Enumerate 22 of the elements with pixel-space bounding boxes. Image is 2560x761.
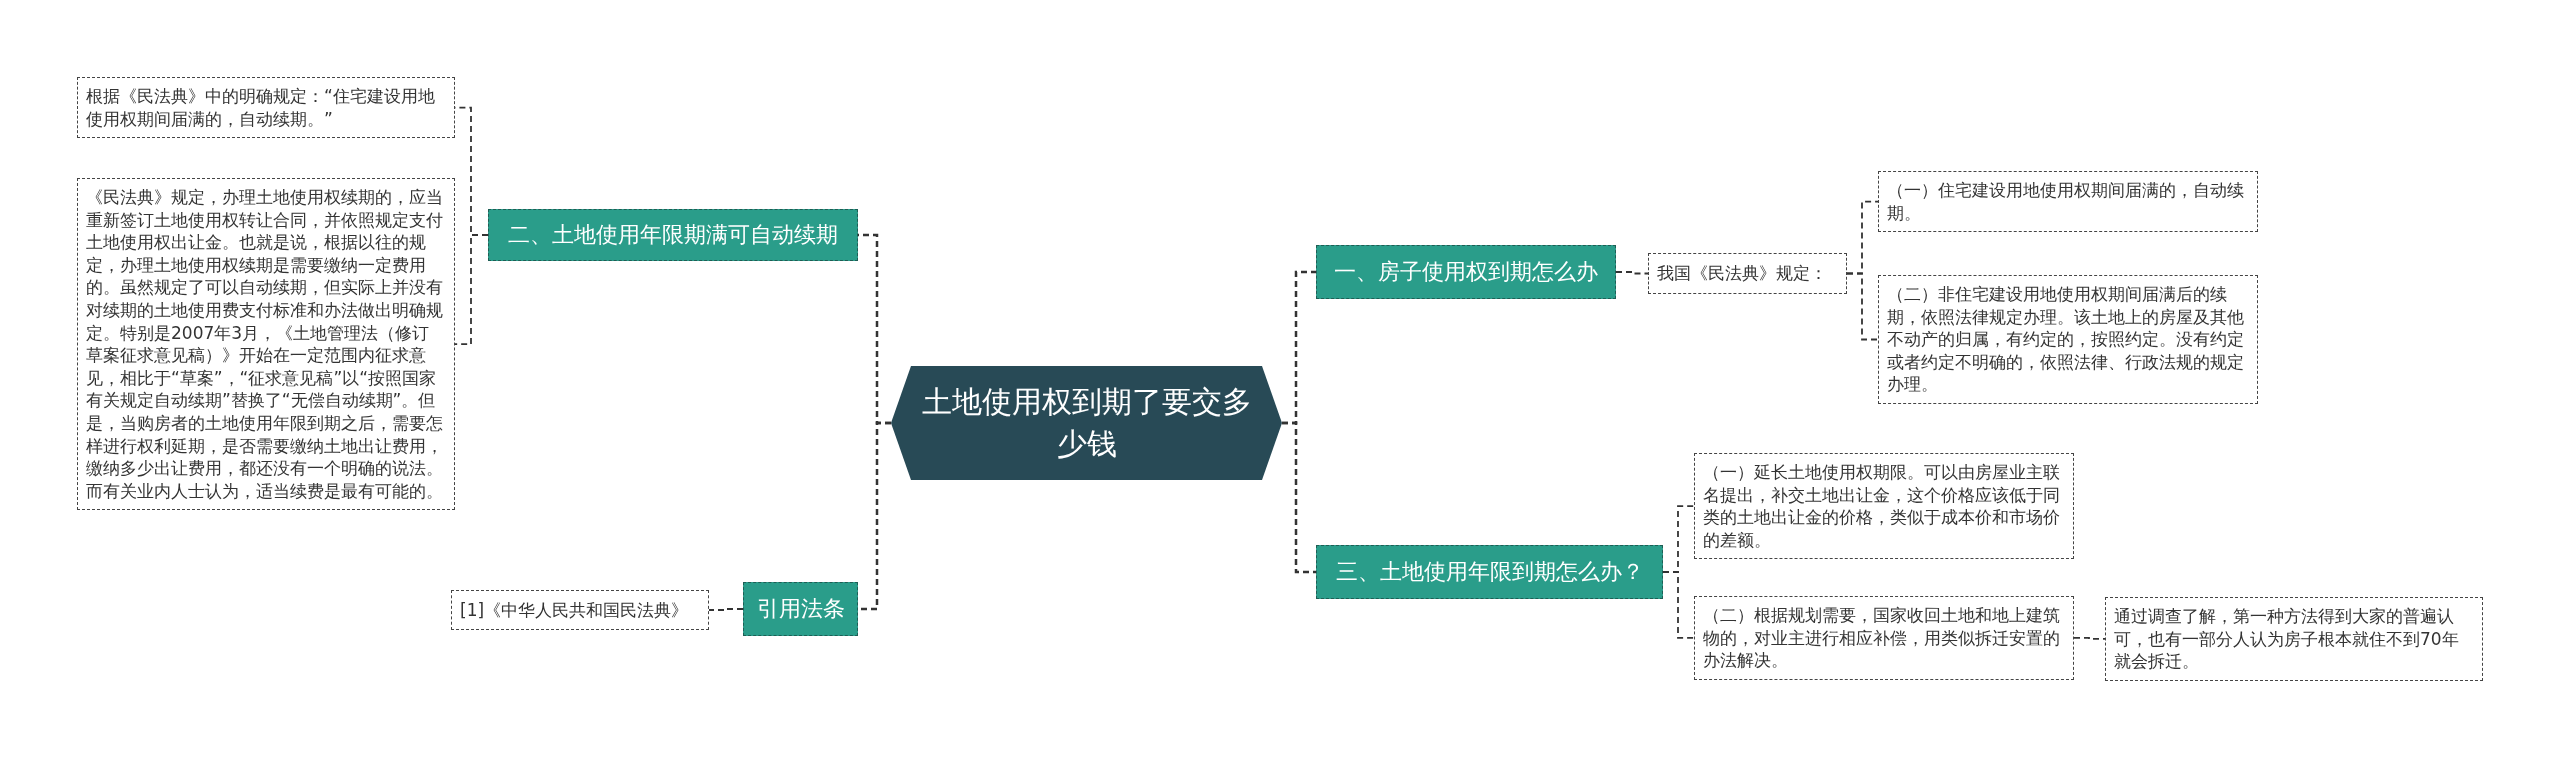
topic-box: 二、土地使用年限期满可自动续期 bbox=[488, 209, 858, 261]
central-topic-hexagon: 土地使用权到期了要交多少钱 bbox=[891, 366, 1282, 480]
connector-line bbox=[708, 608, 744, 611]
connector-line bbox=[1282, 421, 1316, 574]
connector-line bbox=[454, 234, 489, 346]
note-box: （一）延长土地使用权期限。可以由房屋业主联名提出，补交土地出让金，这个价格应该低于同类的土地出让金的价格，类似于成本价和市场价的差额。 bbox=[1694, 453, 2074, 560]
connector-line bbox=[1846, 272, 1879, 341]
note-box: 根据《民法典》中的明确规定：“住宅建设用地使用权期间届满的，自动续期。” bbox=[77, 77, 455, 139]
topic-box: 三、土地使用年限到期怎么办？ bbox=[1316, 545, 1663, 599]
connector-line bbox=[1662, 571, 1695, 639]
connector-line bbox=[1615, 271, 1649, 275]
note-box: 通过调查了解，第一种方法得到大家的普遍认可，也有一部分人认为房子根本就住不到70年就会拆迁。 bbox=[2105, 597, 2483, 681]
note-box: 《民法典》规定，办理土地使用权续期的，应当重新签订土地使用权转让合同，并依照规定支付土地使用权出让金。也就是说，根据以往的规定，办理土地使用权续期是需要缴纳一定费用的。虽然规定了可以自动续期，但实际上并没有对续期的土地使用费支付标准和办法做出明确规定。特别是2007年3月，《土地管理法（修订草案征求意见稿）》开始在一定范围内征求意见，相比于“草案”，“征求意见稿”以“按照国家有关规定自动续期”替换了“无偿自动续期”。但是，当购房者的土地使用年限到期之后，需要怎样进行权利延期，是否需要缴纳土地出让费用，缴纳多少出让费用，都还没有一个明确的说法。而有关业内人士认为，适当续费是最有可能的。 bbox=[77, 178, 455, 511]
note-box: （二）非住宅建设用地使用权期间届满后的续期，依照法律规定办理。该土地上的房屋及其他不动产的归属，有约定的，按照约定。没有约定或者约定不明确的，依照法律、行政法规的规定办理。 bbox=[1878, 275, 2258, 404]
note-box: [1]《中华人民共和国民法典》 bbox=[451, 590, 709, 630]
note-box: （二）根据规划需要，国家收回土地和地上建筑物的，对业主进行相应补偿，用类似拆迁安置的办法解决。 bbox=[1694, 596, 2074, 680]
connector-line bbox=[858, 421, 891, 611]
note-box: 我国《民法典》规定： bbox=[1648, 253, 1847, 294]
note-box: （一）住宅建设用地使用权期间届满的，自动续期。 bbox=[1878, 171, 2258, 233]
connector-line bbox=[2073, 637, 2106, 640]
topic-box: 一、房子使用权到期怎么办 bbox=[1316, 245, 1616, 299]
topic-box: 引用法条 bbox=[743, 582, 858, 636]
